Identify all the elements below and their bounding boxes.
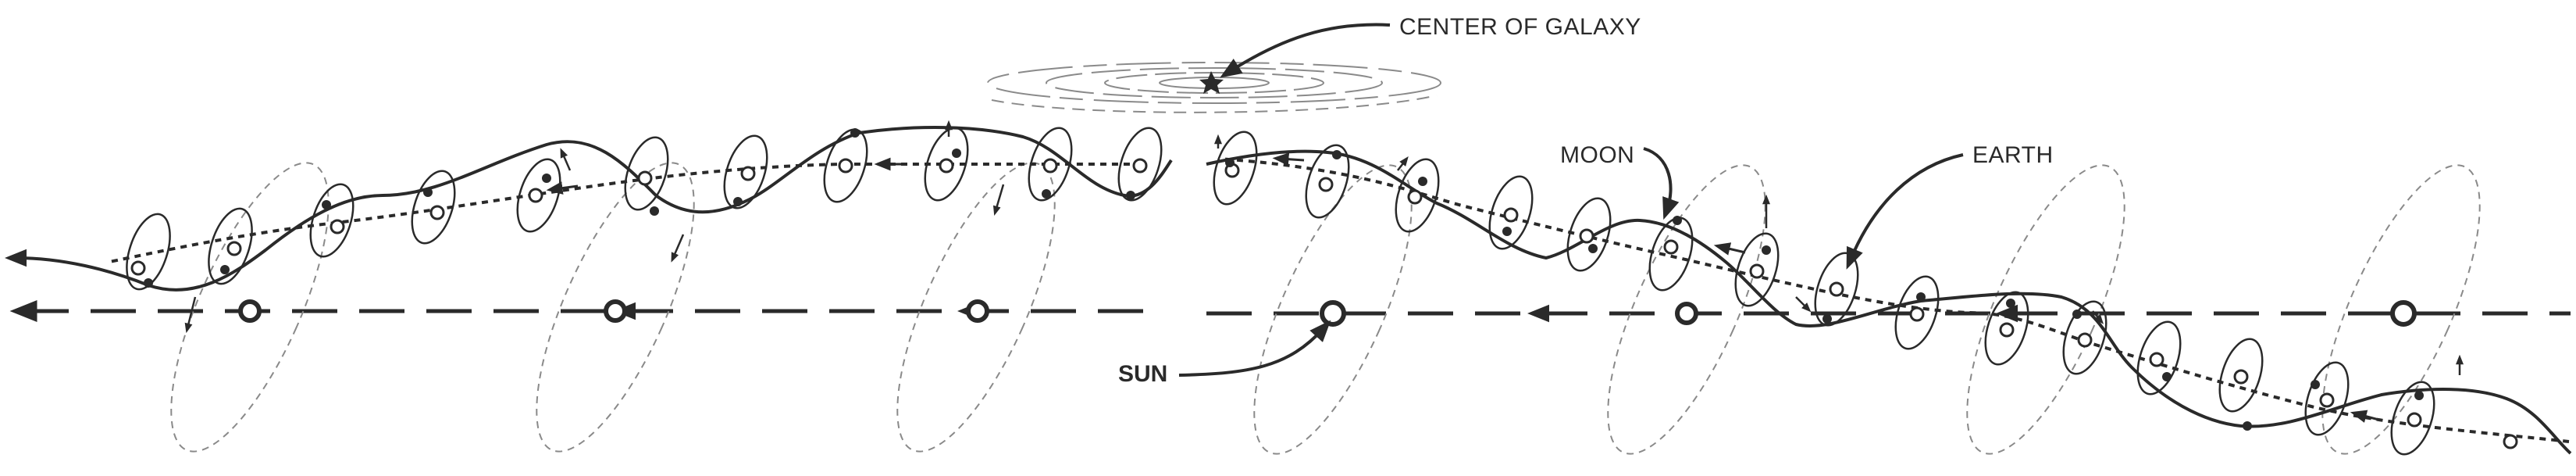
- sun-marker: [1320, 300, 1346, 327]
- earth-orbit-ellipses: [170, 162, 2481, 455]
- sun-marker: [604, 299, 627, 323]
- sun-pointer: [1178, 320, 1331, 377]
- earth-path-arrows: [546, 152, 2382, 423]
- galaxy-center-star-icon: [1199, 71, 1224, 94]
- center-of-galaxy-pointer: [1220, 23, 1391, 78]
- sun-path: [9, 300, 2571, 322]
- moon-label: MOON: [1560, 142, 1634, 168]
- earth-pointer: [1846, 153, 1964, 270]
- earth-label: EARTH: [1972, 142, 2054, 168]
- sun-label: SUN: [1118, 361, 1167, 387]
- galaxy: [987, 62, 1441, 113]
- sun-marker: [238, 299, 262, 323]
- moon-pointer: [1643, 147, 1680, 220]
- earth-path: [109, 157, 2570, 443]
- sun-positions: [238, 299, 2417, 327]
- moon-path: [5, 126, 2572, 455]
- sun-marker: [966, 299, 989, 323]
- moon-orbit-direction-arrows: [184, 120, 2464, 375]
- sun-marker: [1675, 302, 1698, 325]
- sun-marker: [2390, 300, 2417, 327]
- center-of-galaxy-label: CENTER OF GALAXY: [1399, 14, 1641, 40]
- earth-moon-systems: [126, 127, 2518, 456]
